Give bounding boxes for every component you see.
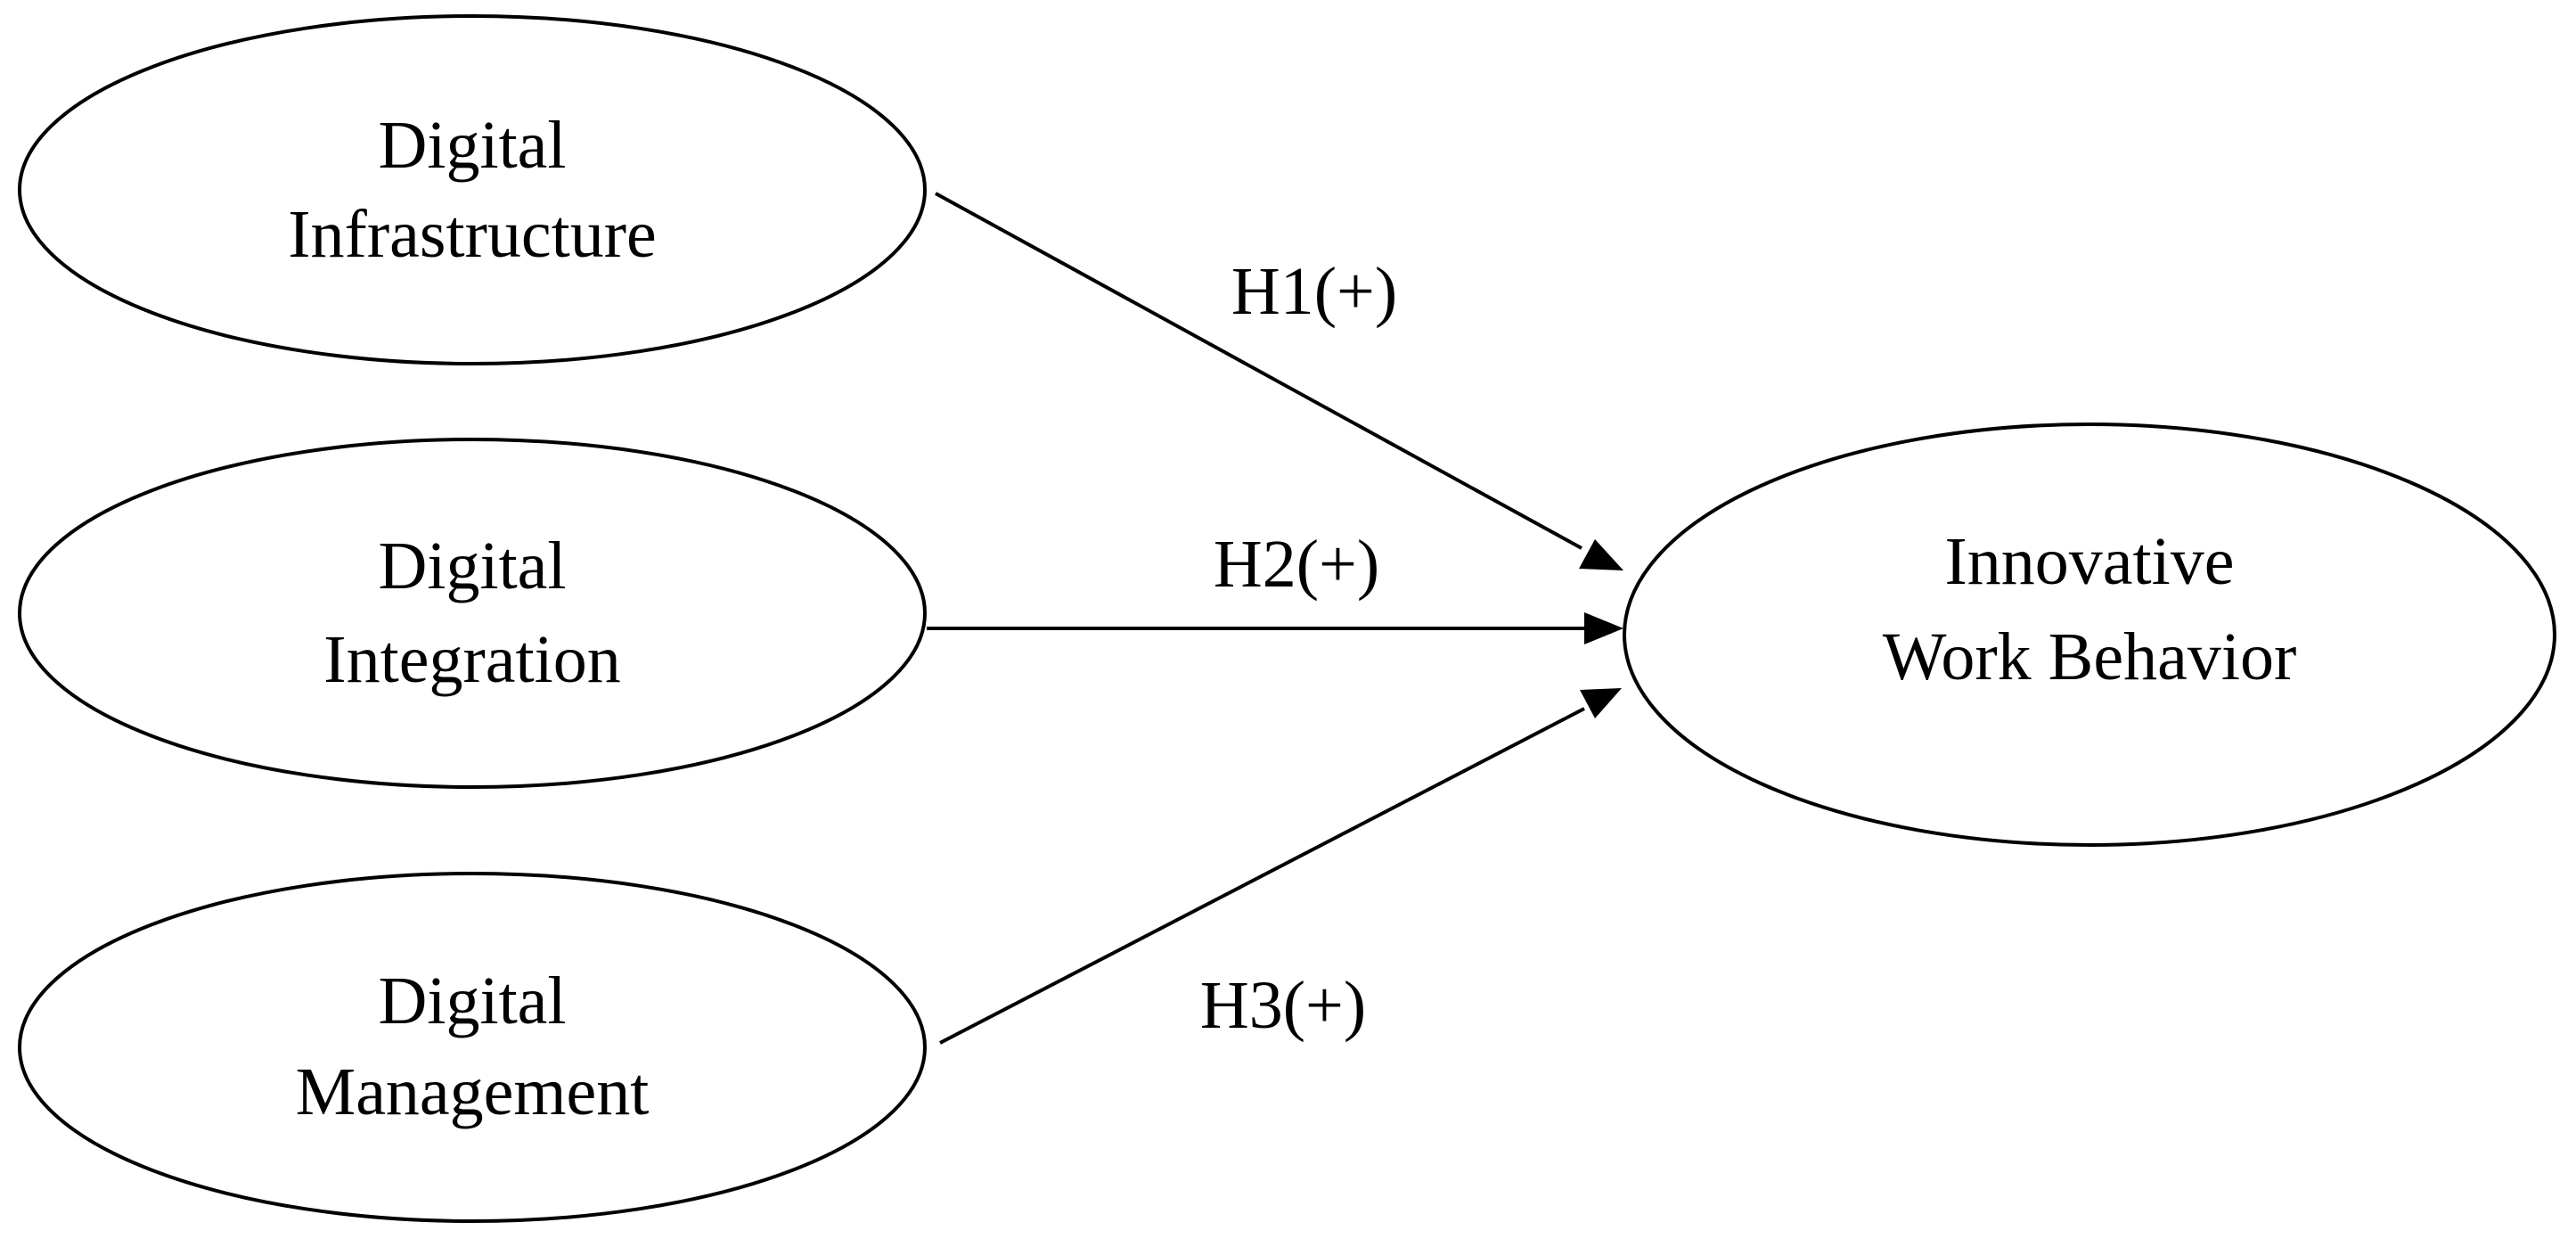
edge-h3-line (939, 707, 1585, 1045)
node-digital-management-ellipse (18, 872, 927, 1223)
edge-h2-label: H2(+) (1214, 527, 1379, 602)
node-digital-management-line2: Management (296, 1054, 650, 1129)
edge-h1-arrowhead (1579, 539, 1623, 570)
node-digital-management: Digital Management (18, 872, 927, 1223)
node-digital-integration-line1: Digital (378, 529, 566, 603)
node-digital-integration-line2: Integration (323, 622, 620, 697)
node-digital-infrastructure-line1: Digital (378, 108, 566, 183)
edge-h1: H1(+) (935, 192, 1623, 570)
edge-h1-label: H1(+) (1231, 254, 1397, 329)
edge-h3-arrowhead (1580, 688, 1622, 718)
node-innovative-work-behavior-line1: Innovative (1944, 524, 2234, 599)
edge-h3: H3(+) (939, 688, 1622, 1045)
edge-h2: H2(+) (927, 527, 1623, 644)
edge-h2-arrowhead (1584, 612, 1623, 644)
node-digital-integration-ellipse (18, 438, 927, 789)
node-digital-management-line1: Digital (378, 964, 566, 1038)
node-digital-infrastructure-line2: Infrastructure (288, 197, 657, 272)
node-innovative-work-behavior-ellipse (1623, 423, 2556, 847)
node-digital-infrastructure-ellipse (18, 14, 927, 365)
node-digital-infrastructure: Digital Infrastructure (18, 14, 927, 365)
node-innovative-work-behavior: Innovative Work Behavior (1623, 423, 2556, 847)
edge-h1-line (935, 192, 1582, 550)
node-innovative-work-behavior-line2: Work Behavior (1883, 619, 2297, 694)
edge-h3-label: H3(+) (1200, 968, 1366, 1043)
node-digital-integration: Digital Integration (18, 438, 927, 789)
